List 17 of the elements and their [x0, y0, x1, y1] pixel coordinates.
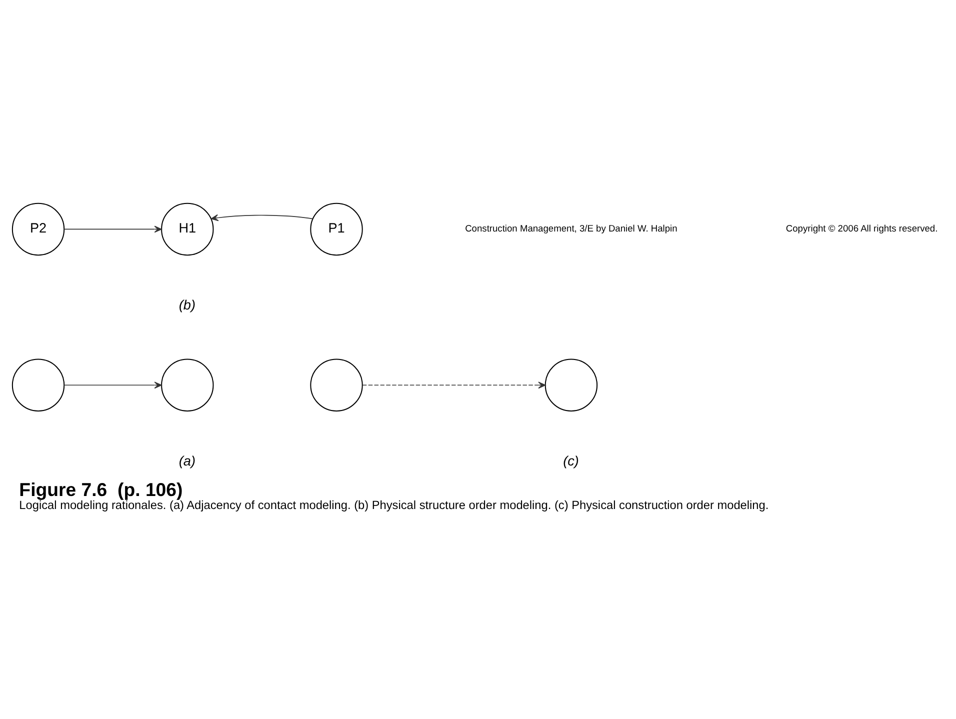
node-circle: P1	[310, 202, 363, 256]
node-circle	[544, 358, 598, 412]
diagram-title: Figure 7.6 (p. 106)	[19, 478, 183, 500]
label: (a)	[178, 453, 196, 468]
arrow	[362, 382, 546, 389]
arrow	[64, 226, 162, 233]
node-circle: H1	[161, 202, 214, 256]
label: (b)	[178, 298, 196, 313]
node-circle: P2	[12, 202, 65, 256]
label: Copyright © 2006 All rights reserved.	[786, 224, 938, 234]
node-circle	[310, 358, 363, 412]
arrow	[210, 214, 314, 222]
label: (c)	[563, 453, 579, 468]
arrow	[64, 382, 162, 389]
node-circle	[161, 358, 214, 412]
node-circle	[12, 358, 65, 412]
label: Construction Management, 3/E by Daniel W. Halpin	[465, 224, 678, 234]
